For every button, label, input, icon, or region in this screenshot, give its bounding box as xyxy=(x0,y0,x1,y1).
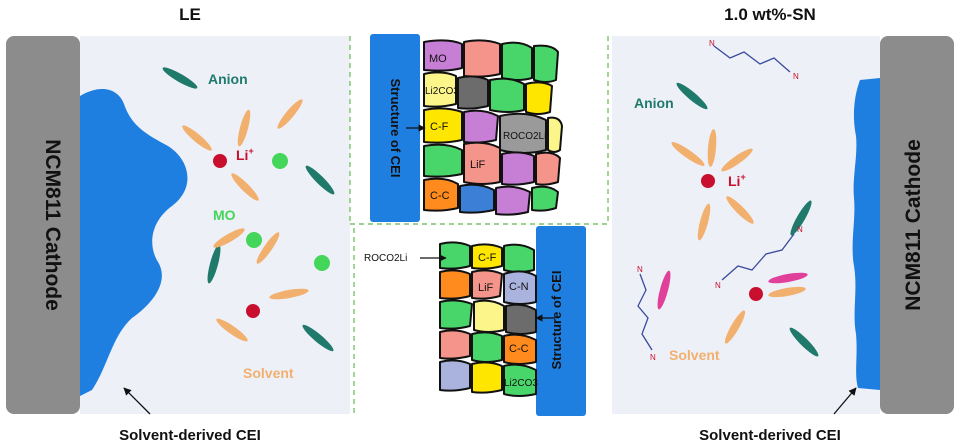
cei-top-label-li2co3: Li2CO3 xyxy=(425,86,459,97)
right-panel-title: 1.0 wt%-SN xyxy=(724,5,816,24)
right-cathode-block xyxy=(880,36,954,414)
cei-bottom-label-lif: LiF xyxy=(478,282,494,294)
cei-structure-top: Structure of CEI MO Li2CO3 C-F R xyxy=(370,34,563,222)
right-anion-ions xyxy=(676,82,819,357)
svg-text:N: N xyxy=(709,39,715,48)
left-li-ion xyxy=(213,154,227,168)
left-anion-label: Anion xyxy=(208,71,248,87)
cei-top-side-label: Structure of CEI xyxy=(388,79,403,178)
left-solvent-molecules xyxy=(182,99,309,342)
left-panel-title: LE xyxy=(179,5,201,24)
right-sn-nitrogen-labels: N N N N N N xyxy=(637,39,803,362)
cei-top-label-rocoli: ROCO2Li xyxy=(503,131,546,142)
cei-structure-bottom: Structure of CEI ROCO2Li C-F C-N LiF C-C… xyxy=(364,226,586,416)
left-cei-pointer-arrow xyxy=(123,387,151,415)
cei-top-side-bar xyxy=(370,34,420,222)
right-anion-label: Anion xyxy=(634,95,674,111)
left-li-ion-2 xyxy=(246,304,260,318)
left-mo-label: MO xyxy=(213,207,236,223)
svg-text:N: N xyxy=(793,72,799,81)
left-panel: LE NCM811 Cathode Anion Li+ xyxy=(6,5,350,442)
right-succinonitrile-chains xyxy=(637,45,795,351)
left-solvent-label: Solvent xyxy=(243,365,294,381)
cei-top-label-cf: C-F xyxy=(430,121,449,133)
svg-text:N: N xyxy=(797,225,803,234)
cei-bottom-label-cf: C-F xyxy=(478,252,497,264)
left-metal-oxide-particles xyxy=(246,153,330,271)
left-anion-ions xyxy=(162,67,335,352)
right-li-ion-2 xyxy=(749,287,763,301)
right-cathode-label: NCM811 Cathode xyxy=(902,139,925,311)
right-electrolyte-region xyxy=(612,36,880,414)
left-cathode-block xyxy=(6,36,80,414)
svg-text:N: N xyxy=(650,353,656,362)
right-panel: 1.0 wt%-SN NCM811 Cathode Anion Li+ xyxy=(612,5,954,442)
svg-text:N: N xyxy=(637,265,643,274)
cei-bottom-label-cn: C-N xyxy=(509,281,529,293)
cei-bottom-grains xyxy=(439,241,537,397)
cei-top-grains xyxy=(423,39,563,216)
cei-bottom-label-cc: C-C xyxy=(509,343,529,355)
cei-bottom-side-label: Structure of CEI xyxy=(549,271,564,370)
right-cei-pointer-arrow xyxy=(833,387,857,415)
section-dividers xyxy=(349,36,609,414)
left-li-label: Li+ xyxy=(236,146,254,163)
cei-bottom-label-li2co3: Li2CO3 xyxy=(504,378,538,389)
cei-top-label-mo: MO xyxy=(429,53,447,65)
right-solvent-derived-cei-layer xyxy=(852,78,880,390)
right-li-ion xyxy=(701,174,715,188)
left-cei-label: Solvent-derived CEI xyxy=(119,427,261,442)
cei-top-label-lif: LiF xyxy=(470,159,486,171)
cei-bottom-side-bar xyxy=(536,226,586,416)
cei-top-label-cc: C-C xyxy=(430,190,450,202)
right-cei-label: Solvent-derived CEI xyxy=(699,427,841,442)
svg-text:N: N xyxy=(715,281,721,290)
right-solvent-molecules xyxy=(671,129,806,344)
right-li-label: Li+ xyxy=(728,172,746,189)
left-cathode-label: NCM811 Cathode xyxy=(41,139,64,311)
left-solvent-derived-cei-layer xyxy=(80,89,188,396)
right-sn-molecules xyxy=(657,270,808,310)
cei-bottom-label-rocoli: ROCO2Li xyxy=(364,253,407,264)
right-solvent-label: Solvent xyxy=(669,347,720,363)
